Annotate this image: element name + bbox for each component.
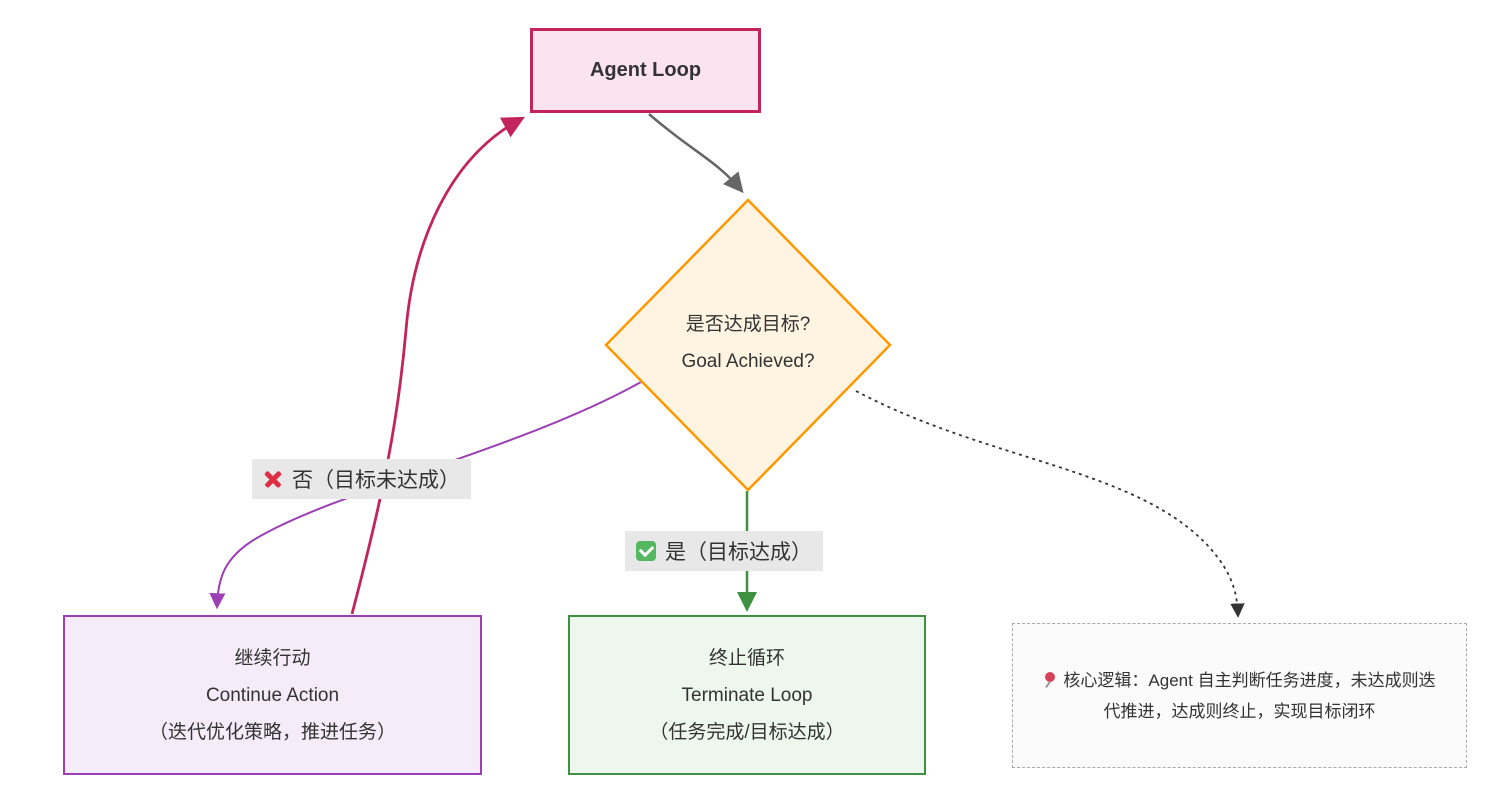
node-continue-action: 继续行动 Continue Action （迭代优化策略，推进任务） xyxy=(63,615,482,775)
note-text: 核心逻辑：Agent 自主判断任务进度，未达成则迭代推进，达成则终止，实现目标闭… xyxy=(1063,670,1436,721)
edge-decision-to-note xyxy=(855,390,1245,618)
terminate-line-zh: 终止循环 xyxy=(708,647,785,669)
continue-line-zh: 继续行动 xyxy=(234,647,311,669)
pushpin-icon xyxy=(1043,671,1058,688)
edge-decision-to-continue xyxy=(209,381,642,610)
node-core-logic-note: 核心逻辑：Agent 自主判断任务进度，未达成则迭代推进，达成则终止，实现目标闭… xyxy=(1012,623,1467,768)
terminate-line-desc: （任务完成/目标达成） xyxy=(649,721,845,743)
edge-agent-to-decision xyxy=(648,113,744,194)
edge-label-no: 否（目标未达成） xyxy=(252,459,471,499)
edge-label-yes-text: 是（目标达成） xyxy=(665,541,812,564)
continue-line-en: Continue Action xyxy=(205,684,340,706)
check-icon xyxy=(636,541,656,561)
cross-icon xyxy=(263,469,283,489)
edge-continue-to-agent xyxy=(350,116,525,615)
agent-loop-label: Agent Loop xyxy=(589,59,702,81)
decision-node-shape xyxy=(604,198,892,492)
decision-line-en: Goal Achieved? xyxy=(681,351,815,372)
note-text-block: 核心逻辑：Agent 自主判断任务进度，未达成则迭代推进，达成则终止，实现目标闭… xyxy=(1039,665,1440,727)
node-agent-loop: Agent Loop xyxy=(530,28,761,113)
terminate-line-en: Terminate Loop xyxy=(681,684,813,706)
node-terminate-loop: 终止循环 Terminate Loop （任务完成/目标达成） xyxy=(568,615,926,775)
edge-label-yes: 是（目标达成） xyxy=(625,531,823,571)
node-decision-label: 是否达成目标? Goal Achieved? xyxy=(605,306,891,380)
continue-line-desc: （迭代优化策略，推进任务） xyxy=(148,721,396,743)
edge-label-no-text: 否（目标未达成） xyxy=(292,469,460,492)
decision-line-zh: 是否达成目标? xyxy=(685,314,811,335)
